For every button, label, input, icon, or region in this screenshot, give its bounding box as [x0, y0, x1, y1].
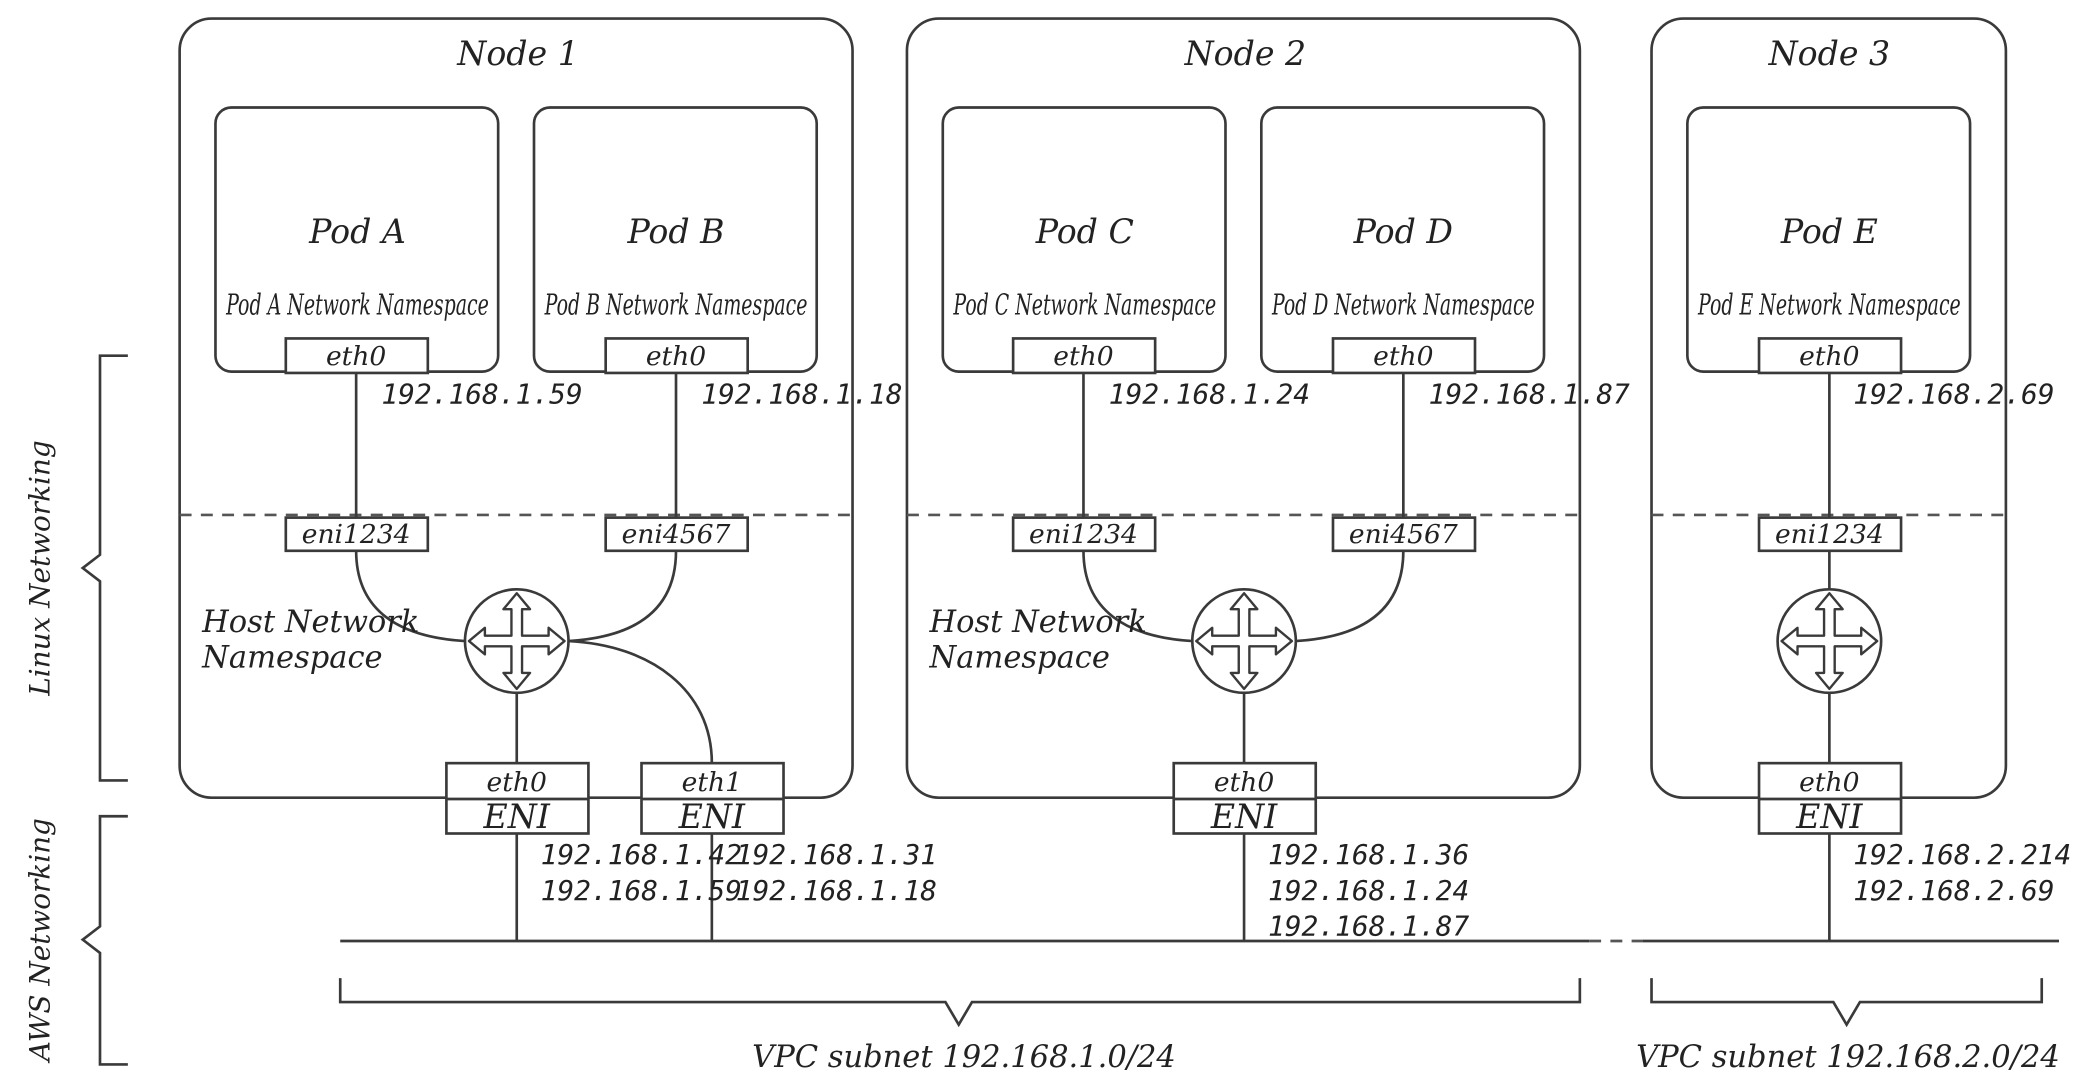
subnet-1-label: VPC subnet 192.168.1.0/24: [752, 1040, 1176, 1075]
node-3-eth0-ip-2: 192.168.2.69: [1853, 874, 2054, 907]
node-1-eth0-ip-1: 192.168.1.42: [541, 838, 742, 871]
node-2-eth0-ip-3: 192.168.1.87: [1268, 910, 1470, 943]
node-2-host-namespace-line2: Namespace: [929, 641, 1110, 676]
pod-c-ip: 192.168.1.24: [1109, 377, 1310, 410]
pod-c-name: Pod C: [1035, 212, 1134, 251]
pod-d: Pod D Pod D Network Namespace eth0 192.1…: [1259, 106, 1631, 410]
pod-c-eth0-box: [1011, 337, 1157, 375]
pod-b-ip: 192.168.1.18: [701, 377, 902, 410]
pod-b-eth0-label: eth0: [646, 341, 706, 372]
node-2-eth0-ip-1: 192.168.1.36: [1268, 838, 1469, 871]
node-2-title: Node 2: [1184, 34, 1307, 73]
pod-a-namespace: Pod A Network Namespace: [225, 288, 488, 322]
pod-b: Pod B Pod B Network Namespace eth0 192.1…: [532, 106, 903, 410]
pod-e-ip: 192.168.2.69: [1853, 377, 2054, 410]
node-2-eni-eth0-label: ENI: [1210, 797, 1278, 836]
node-1-eni-eth0-iface: eth0: [487, 767, 547, 798]
node-3-veth-eni1234-box: [1757, 516, 1903, 553]
node-3-eni-eth0: eth0 ENI: [1757, 761, 1903, 836]
linux-networking-label: Linux Networking: [24, 440, 57, 696]
pod-d-ip: 192.168.1.87: [1429, 377, 1631, 410]
pod-d-name: Pod D: [1353, 212, 1453, 251]
node-2-eth0-ip-2: 192.168.1.24: [1268, 874, 1469, 907]
node-1-eni-eth0: eth0 ENI: [445, 761, 590, 836]
pod-c-eth0-label: eth0: [1053, 341, 1113, 372]
node-3-eni-eth0-label: ENI: [1795, 797, 1863, 836]
node-1-router-icon: [463, 587, 570, 695]
pod-a-eth0-label: eth0: [326, 341, 386, 372]
node-1-veth-eni1234-label: eni1234: [302, 519, 411, 550]
node-3-veth-eni1234-label: eni1234: [1775, 519, 1884, 550]
node-2-veth-eni4567-box: [1331, 516, 1477, 553]
pod-a-ip: 192.168.1.59: [381, 377, 582, 410]
node-1-veth-eni4567-label: eni4567: [622, 519, 731, 550]
pod-b-name: Pod B: [626, 212, 724, 251]
node-1: Node 1 Pod A Pod A Network Namespace eth…: [178, 17, 937, 942]
pod-e: Pod E Pod E Network Namespace eth0 192.1…: [1686, 106, 2055, 410]
node-1-eni-eth1: eth1 ENI: [640, 761, 785, 836]
node-1-router-eth1-link: [568, 639, 714, 764]
pod-e-eth0-label: eth0: [1799, 341, 1859, 372]
pod-b-namespace: Pod B Network Namespace: [544, 288, 807, 322]
node-3-router-icon: [1776, 587, 1883, 695]
node-1-veth-eni1234-box: [284, 516, 430, 553]
subnet-1-brace: [338, 978, 1582, 1028]
aws-networking-label: AWS Networking: [24, 818, 57, 1064]
node-1-eni-eth1-label: ENI: [678, 797, 746, 836]
pod-e-name: Pod E: [1780, 212, 1878, 251]
node-1-eth1-ip-2: 192.168.1.18: [736, 874, 937, 907]
node-2-eni-eth0: eth0 ENI: [1172, 761, 1318, 836]
node-2-eni-eth0-iface: eth0: [1214, 767, 1274, 798]
linux-networking-brace: [80, 354, 128, 782]
node-1-eni-eth1-iface: eth1: [682, 767, 742, 798]
node-1-veth-a-router-link: [354, 550, 466, 643]
node-3-eni-eth0-iface: eth0: [1799, 767, 1859, 798]
node-2-veth-eni1234-label: eni1234: [1029, 519, 1138, 550]
subnet-2-label: VPC subnet 192.168.2.0/24: [1636, 1040, 2060, 1075]
node-1-veth-b-router-link: [568, 550, 678, 643]
node-3: Node 3 Pod E Pod E Network Namespace eth…: [1650, 17, 2071, 942]
pod-c-namespace: Pod C Network Namespace: [953, 288, 1216, 322]
pod-b-eth0-box: [604, 337, 750, 375]
node-2-host-namespace-line1: Host Network: [929, 605, 1147, 640]
node-3-eth0-ip-1: 192.168.2.214: [1853, 838, 2071, 871]
pod-a: Pod A Pod A Network Namespace eth0 192.1…: [214, 106, 583, 410]
node-2-router-icon: [1190, 587, 1298, 695]
pod-d-eth0-label: eth0: [1373, 341, 1433, 372]
node-1-eni-eth0-label: ENI: [483, 797, 551, 836]
node-2-veth-d-router-link: [1295, 550, 1405, 643]
node-2-veth-c-router-link: [1082, 550, 1193, 643]
node-2: Node 2 Pod C Pod C Network Namespace eth…: [905, 17, 1631, 943]
pod-d-namespace: Pod D Network Namespace: [1271, 288, 1534, 322]
pod-a-name: Pod A: [308, 212, 406, 251]
node-1-veth-eni4567-box: [604, 516, 750, 553]
node-1-eth0-ip-2: 192.168.1.59: [541, 874, 742, 907]
pod-a-eth0-box: [284, 337, 430, 375]
node-1-eth1-ip-1: 192.168.1.31: [736, 838, 937, 871]
node-3-title: Node 3: [1768, 34, 1891, 73]
node-2-veth-eni4567-label: eni4567: [1349, 519, 1458, 550]
node-1-host-namespace-line2: Namespace: [201, 641, 382, 676]
pod-e-namespace: Pod E Network Namespace: [1697, 288, 1960, 322]
node-1-title: Node 1: [456, 34, 579, 73]
subnet-2-brace: [1650, 978, 2044, 1028]
node-1-host-namespace-line1: Host Network: [201, 605, 419, 640]
aws-networking-brace: [80, 814, 128, 1066]
pod-c: Pod C Pod C Network Namespace eth0 192.1…: [941, 106, 1310, 410]
